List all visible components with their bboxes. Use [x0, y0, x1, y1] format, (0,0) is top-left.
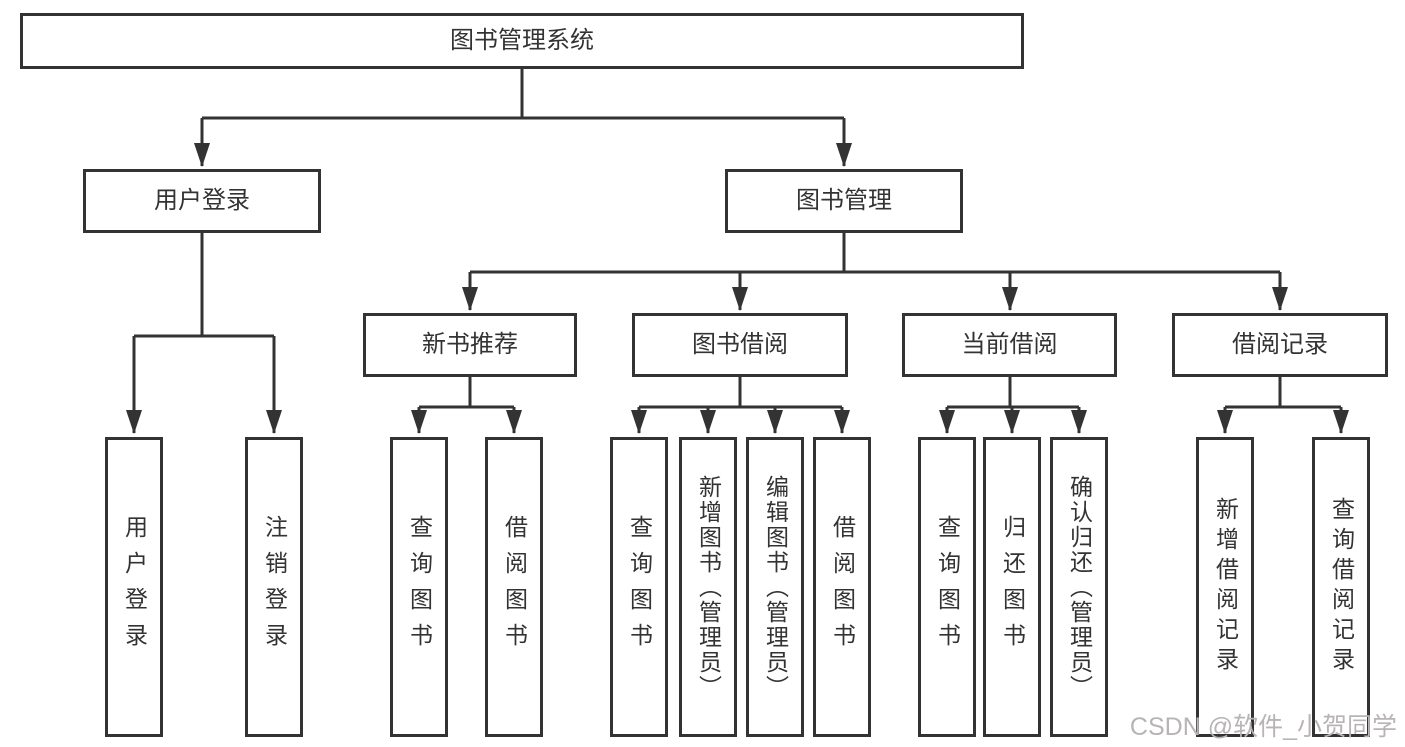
node-label: 编辑图书（管理员）	[762, 474, 789, 700]
node-label: 查询图书	[406, 515, 433, 659]
leaf-confirm-return-admin: 确认归还（管理员）	[1050, 437, 1108, 737]
connector-book-manage-children	[462, 233, 1288, 311]
leaf-query-books-current: 查询图书	[918, 437, 976, 737]
node-label: 借阅图书	[501, 515, 528, 659]
branch-line	[1225, 377, 1341, 409]
node-label: 新增借阅记录	[1212, 497, 1239, 677]
branch-line	[639, 377, 842, 409]
connector-root-to-level2	[194, 69, 852, 167]
csdn-watermark: CSDN @软件_小贺同学	[1129, 713, 1397, 741]
node-label: 图书借阅	[692, 331, 788, 358]
node-borrow-records: 借阅记录	[1172, 313, 1388, 377]
node-label: 用户登录	[154, 187, 250, 214]
leaf-borrow-books: 借阅图书	[813, 437, 871, 737]
node-label: 新书推荐	[422, 331, 518, 358]
leaf-add-borrow-record: 新增借阅记录	[1196, 437, 1254, 737]
node-new-book-recommend: 新书推荐	[363, 313, 577, 377]
node-current-borrow: 当前借阅	[902, 313, 1117, 377]
node-label: 查询图书	[934, 515, 961, 659]
node-label: 查询图书	[626, 515, 653, 659]
leaf-return-books: 归还图书	[983, 437, 1041, 737]
node-label: 借阅记录	[1232, 331, 1328, 358]
leaf-query-books-borrow: 查询图书	[610, 437, 668, 737]
node-book-borrow: 图书借阅	[632, 313, 848, 377]
node-label: 注销登录	[261, 515, 288, 659]
node-label: 图书管理	[796, 187, 892, 214]
branch-line	[134, 233, 274, 338]
node-label: 当前借阅	[961, 331, 1058, 358]
leaf-edit-books-admin: 编辑图书（管理员）	[746, 437, 804, 737]
node-label: 借阅图书	[829, 515, 856, 659]
connector-new-books-children	[411, 377, 522, 434]
connector-current-borrow-children	[939, 377, 1087, 434]
branch-line	[202, 69, 844, 120]
connector-book-borrow-children	[631, 377, 850, 434]
branch-line	[947, 377, 1079, 409]
node-label: 图书管理系统	[450, 27, 594, 54]
leaf-logout: 注销登录	[245, 437, 303, 737]
connector-borrow-records-children	[1217, 377, 1349, 434]
node-user-login: 用户登录	[83, 169, 321, 233]
node-system-root: 图书管理系统	[20, 13, 1024, 69]
node-label: 新增图书（管理员）	[695, 474, 722, 700]
branch-line	[470, 233, 1280, 274]
node-label: 归还图书	[999, 515, 1026, 659]
leaf-user-login: 用户登录	[105, 437, 163, 737]
leaf-query-borrow-record: 查询借阅记录	[1312, 437, 1370, 737]
leaf-query-books-recommend: 查询图书	[390, 437, 448, 737]
connector-user-login-children	[126, 233, 282, 434]
leaf-add-books-admin: 新增图书（管理员）	[679, 437, 737, 737]
node-label: 确认归还（管理员）	[1066, 474, 1093, 700]
leaf-borrow-books-recommend: 借阅图书	[485, 437, 543, 737]
branch-line	[419, 377, 514, 409]
node-label: 用户登录	[121, 515, 148, 659]
node-label: 查询借阅记录	[1328, 497, 1355, 677]
node-book-manage: 图书管理	[725, 169, 963, 233]
